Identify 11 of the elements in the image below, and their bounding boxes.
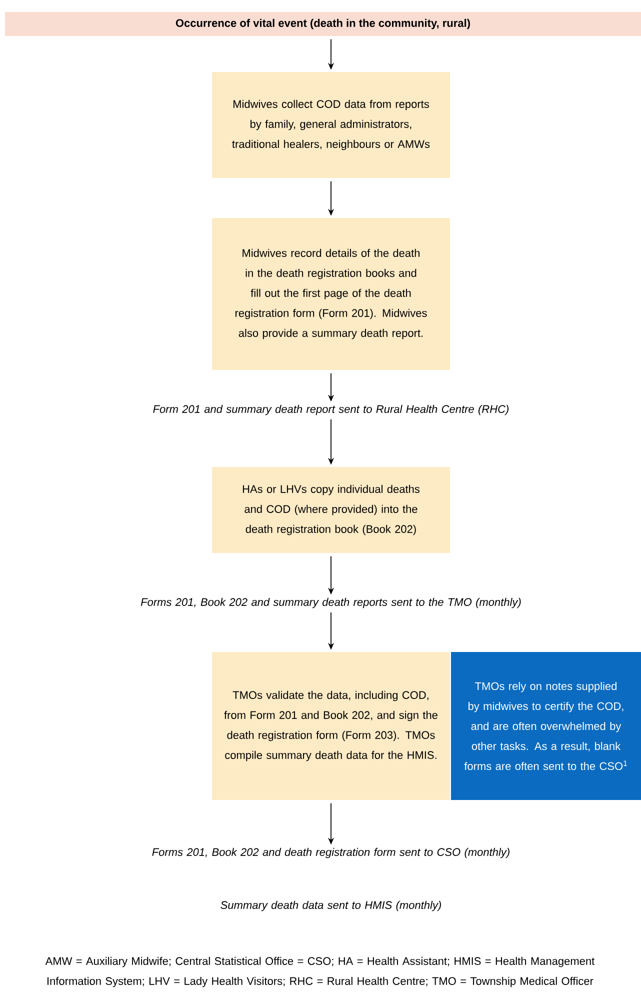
process-box: TMOs validate the data, including COD, from Form 201 and Book 202, and sign the death registration form (Form 203). TMOs compile summary death data for the HMIS. [212,652,450,800]
abbreviation-note: AMW = Auxiliary Midwife; Central Statistical Office = CSO; HA = Health Assistant; HMIS = Health Management Information System; LHV = Lady Health Visitors; RHC = Rural Health Centre; TMO = Township Medical Officer [45,956,595,988]
event-band: Occurrence of vital event (death in the community, rural) [5,12,641,36]
process-box: Midwives record details of the death in the death registration books and fill out the first page of the death registration form (Form 201). Midwives also provide a summary death report. [212,218,450,370]
process-box: HAs or LHVs copy individual deaths and COD (where provided) into the death registration book (Book 202) [212,467,450,553]
process-box: Midwives collect COD data from reports by family, general administrators, traditional healers, neighbours or AMWs [212,72,450,178]
flow-note: Form 201 and summary death report sent to Rural Health Centre (RHC) [153,404,508,416]
flow-note: Forms 201, Book 202 and death registration form sent to CSO (monthly) [152,848,510,858]
flow-note: Forms 201, Book 202 and summary death reports sent to the TMO (monthly) [140,598,521,608]
flow-note: Summary death data sent to HMIS (monthly) [220,900,441,912]
comment-box: TMOs rely on notes supplied by midwives to certify the COD, and are often overwhelmed by other tasks. As a result, blank forms are often sent to the CSO$^{1}$ [451,652,641,800]
